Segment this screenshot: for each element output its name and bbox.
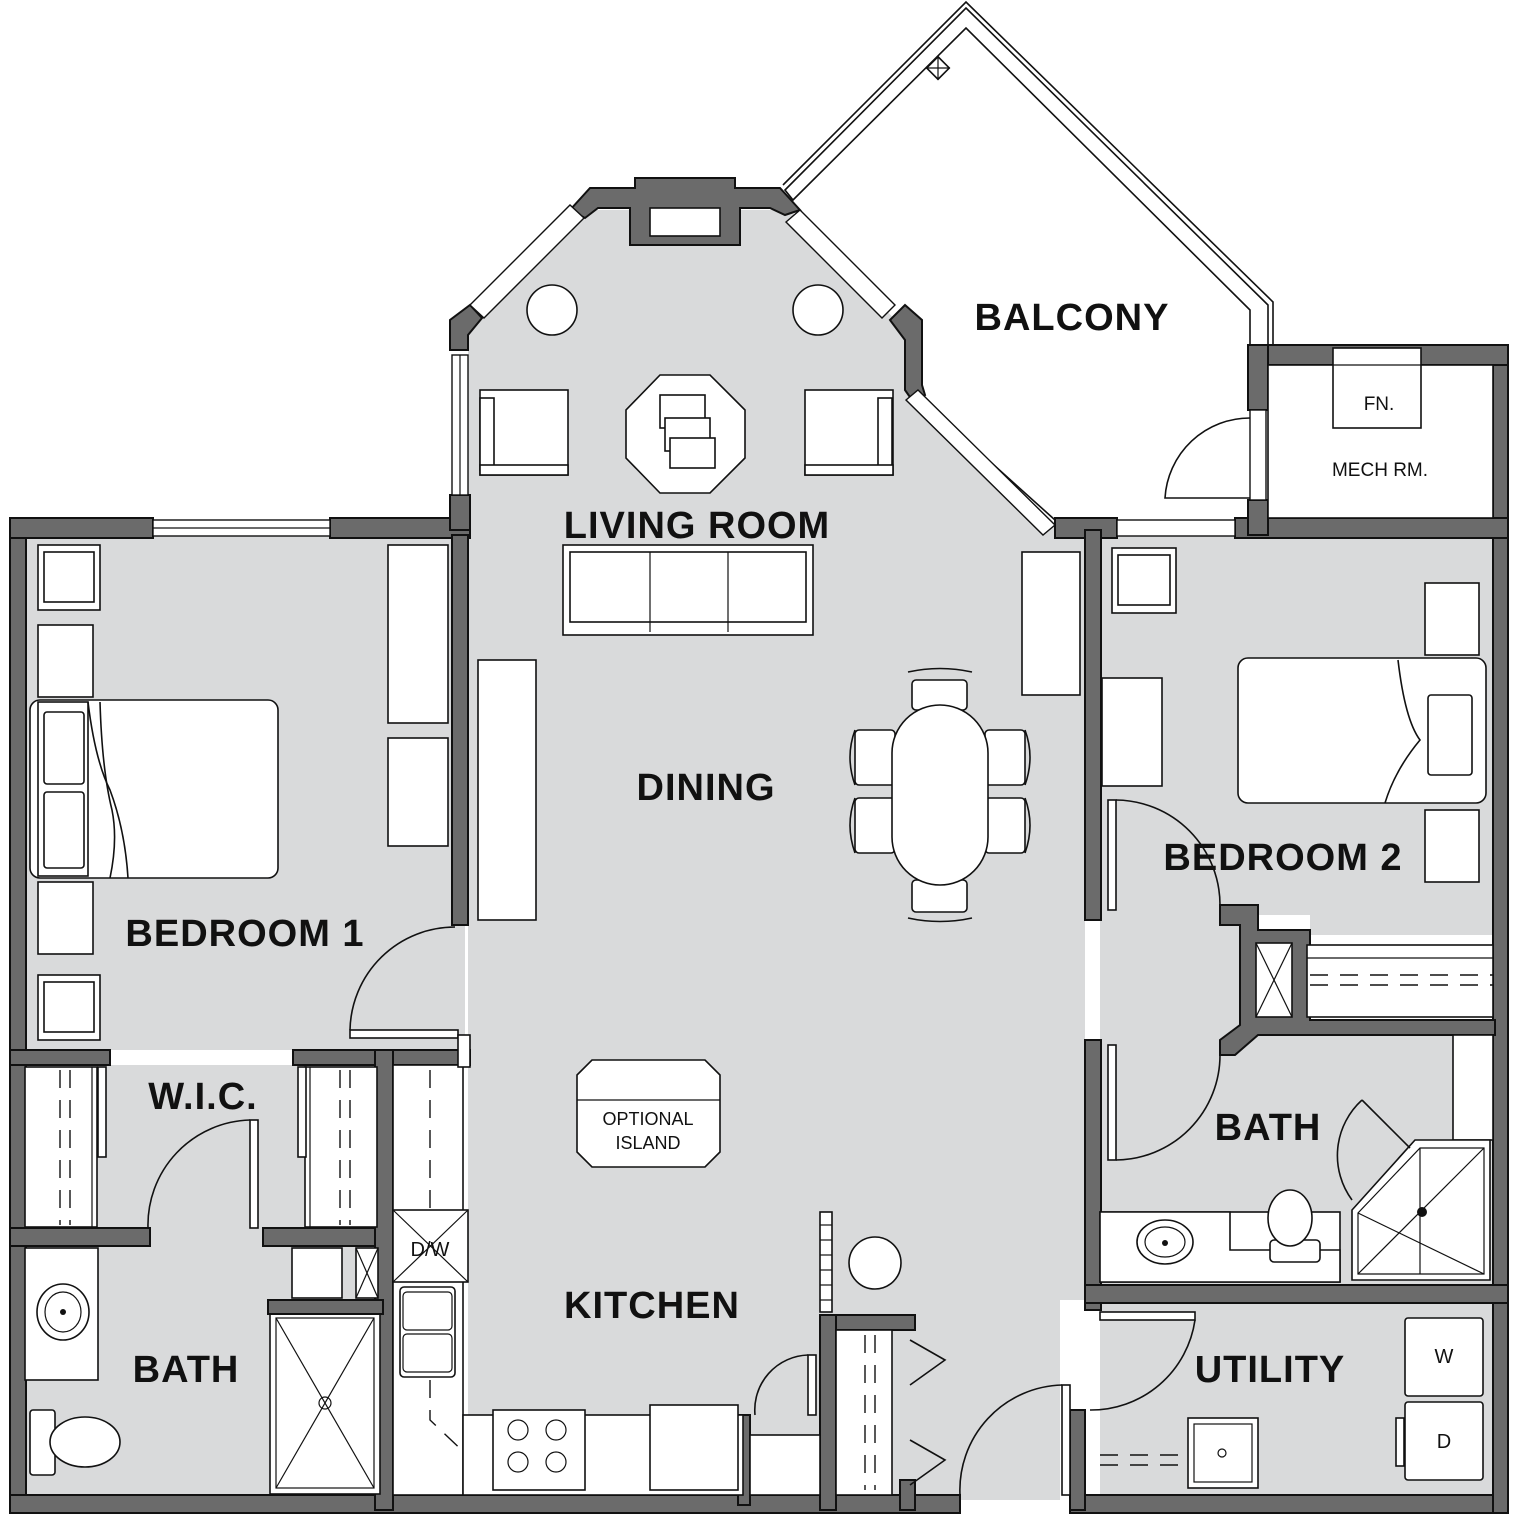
bedroom-1-furniture xyxy=(29,544,459,1041)
balcony-label: BALCONY xyxy=(975,297,1170,339)
bath-1-label: BATH xyxy=(133,1349,240,1391)
washer-label: W xyxy=(1435,1346,1454,1368)
bedroom-2-closet xyxy=(1255,942,1494,1018)
bedroom-1-label: BEDROOM 1 xyxy=(125,913,364,955)
utility-label: UTILITY xyxy=(1195,1349,1346,1391)
bath-2-label: BATH xyxy=(1215,1107,1322,1149)
mech-room xyxy=(1164,347,1494,519)
wic-label: W.I.C. xyxy=(148,1076,257,1118)
dining-label: DINING xyxy=(637,767,776,809)
bath-1-fixtures xyxy=(24,1247,384,1495)
dryer-label: D xyxy=(1437,1431,1451,1453)
wic-fixtures xyxy=(24,1066,378,1229)
living-room-furniture xyxy=(477,284,1081,921)
mech-room-label: MECH RM. xyxy=(1332,460,1428,481)
bedroom-2-label: BEDROOM 2 xyxy=(1163,837,1402,879)
labels: BALCONY LIVING ROOM DINING BEDROOM 1 BED… xyxy=(125,297,1453,1453)
dishwasher-label: D/W xyxy=(411,1239,450,1261)
dining-table xyxy=(849,667,1031,923)
utility-fixtures xyxy=(959,1311,1484,1496)
bath-2-fixtures xyxy=(1099,1034,1494,1283)
optional-island-label-2: ISLAND xyxy=(615,1133,680,1153)
kitchen-fixtures xyxy=(392,1034,947,1496)
kitchen-label: KITCHEN xyxy=(564,1285,740,1327)
windows xyxy=(152,204,1267,537)
bedroom-2-furniture xyxy=(1101,547,1487,911)
furnace-label: FN. xyxy=(1364,394,1395,415)
living-room-label: LIVING ROOM xyxy=(564,505,830,547)
optional-island-label-1: OPTIONAL xyxy=(602,1109,693,1129)
